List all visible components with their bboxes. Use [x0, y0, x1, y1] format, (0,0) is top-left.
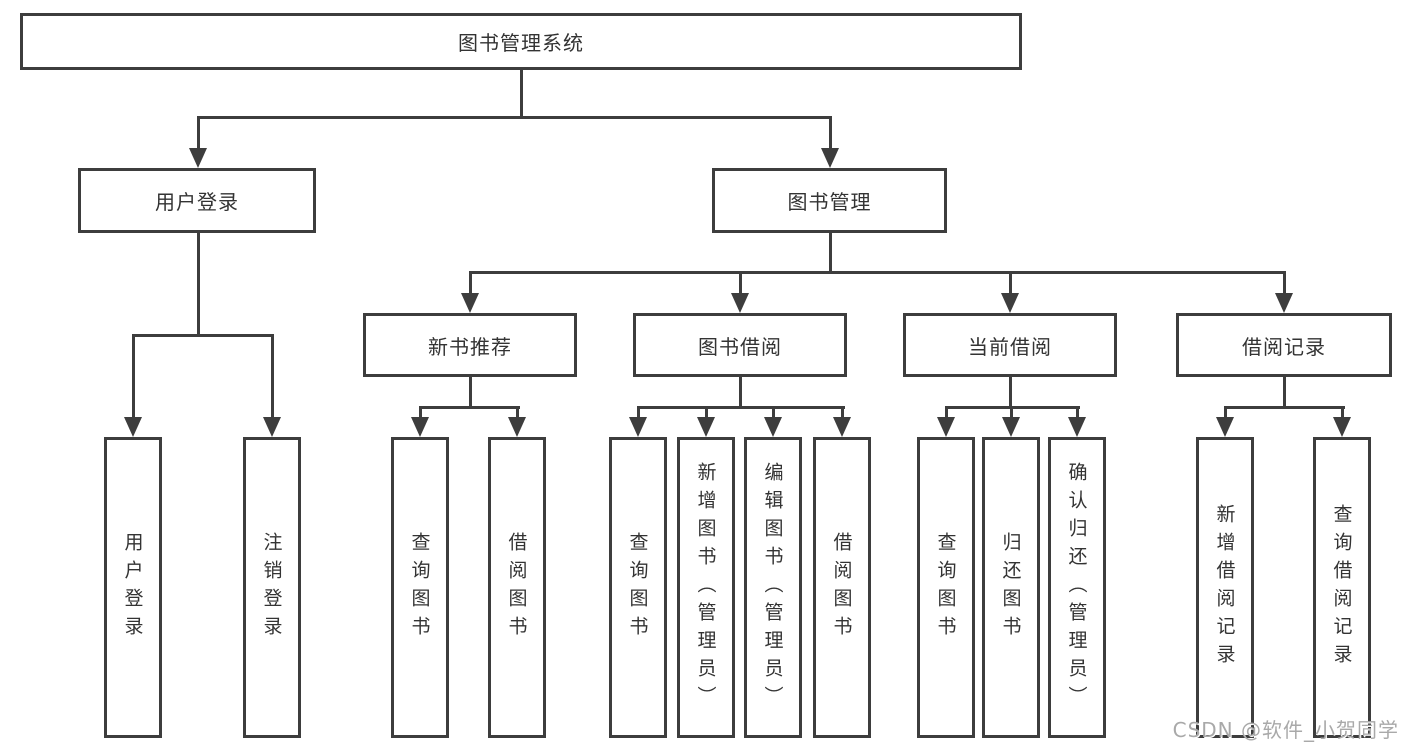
arrow-down-icon: [124, 417, 142, 437]
leaf-label: 新增借阅记录: [1213, 503, 1236, 672]
leaf-confirm-return-admin: 确认归还（管理员）: [1048, 437, 1106, 738]
node-book-management-label: 图书管理: [787, 190, 872, 214]
arrow-down-icon: [1216, 417, 1234, 437]
arrow-down-icon: [697, 417, 715, 437]
connector-stem: [516, 406, 519, 418]
leaf-label: 编辑图书（管理员）: [761, 461, 784, 714]
connector-to-user-login: [197, 116, 200, 149]
leaf-label: 借阅图书: [505, 531, 528, 644]
connector-new-book-split: [419, 406, 520, 409]
leaf-borrow-book-recommend: 借阅图书: [488, 437, 546, 738]
node-book-borrow: 图书借阅: [633, 313, 847, 377]
connector-current-borrow-stub: [1009, 377, 1012, 408]
node-borrow-record: 借阅记录: [1176, 313, 1392, 377]
connector-book-mgmt-split: [469, 271, 1286, 274]
arrow-down-icon: [937, 417, 955, 437]
leaf-label: 用户登录: [121, 531, 144, 644]
connector-borrow-record-split: [1224, 406, 1345, 409]
node-book-management: 图书管理: [712, 168, 947, 233]
connector-book-borrow-stub: [739, 377, 742, 408]
leaf-label: 查询图书: [408, 531, 431, 644]
leaf-add-borrow-record: 新增借阅记录: [1196, 437, 1254, 738]
connector-stem: [419, 406, 422, 418]
connector-stem: [841, 406, 844, 418]
leaf-label: 查询图书: [626, 531, 649, 644]
arrow-down-icon: [508, 417, 526, 437]
connector-stem: [469, 271, 472, 294]
connector-stem: [945, 406, 948, 418]
leaf-label: 注销登录: [260, 531, 283, 644]
connector-stem: [637, 406, 640, 418]
connector-book-borrow-split: [637, 406, 845, 409]
leaf-user-login: 用户登录: [104, 437, 162, 738]
arrow-down-icon: [263, 417, 281, 437]
connector-stem: [1076, 406, 1079, 418]
leaf-logout: 注销登录: [243, 437, 301, 738]
leaf-query-book-recommend: 查询图书: [391, 437, 449, 738]
node-root: 图书管理系统: [20, 13, 1022, 70]
node-current-borrow: 当前借阅: [903, 313, 1117, 377]
arrow-down-icon: [1002, 417, 1020, 437]
arrow-down-icon: [821, 148, 839, 168]
leaf-label: 新增图书（管理员）: [694, 461, 717, 714]
arrow-down-icon: [1275, 293, 1293, 313]
connector-stem: [1010, 406, 1013, 418]
leaf-query-book-current: 查询图书: [917, 437, 975, 738]
connector-to-book-mgmt: [829, 116, 832, 149]
arrow-down-icon: [764, 417, 782, 437]
arrow-down-icon: [461, 293, 479, 313]
leaf-label: 查询借阅记录: [1330, 503, 1353, 672]
node-new-book-recommend-label: 新书推荐: [428, 334, 512, 359]
leaf-query-borrow-record: 查询借阅记录: [1313, 437, 1371, 738]
node-book-borrow-label: 图书借阅: [698, 334, 782, 359]
connector-borrow-record-stub: [1283, 377, 1286, 408]
connector-stem: [1009, 271, 1012, 294]
connector-stem: [1341, 406, 1344, 418]
connector-stem: [1224, 406, 1227, 418]
arrow-down-icon: [629, 417, 647, 437]
connector-root-split: [197, 116, 831, 119]
arrow-down-icon: [1001, 293, 1019, 313]
node-new-book-recommend: 新书推荐: [363, 313, 577, 377]
arrow-down-icon: [1333, 417, 1351, 437]
connector-root-stub: [520, 70, 523, 118]
connector-book-mgmt-stub: [829, 233, 832, 274]
node-user-login-label: 用户登录: [155, 190, 239, 214]
connector-stem: [705, 406, 708, 418]
leaf-query-book-borrow: 查询图书: [609, 437, 667, 738]
connector-user-login-stub: [197, 233, 200, 336]
node-borrow-record-label: 借阅记录: [1242, 334, 1326, 359]
leaf-borrow-book: 借阅图书: [813, 437, 871, 738]
leaf-label: 查询图书: [934, 531, 957, 644]
leaf-label: 借阅图书: [830, 531, 853, 644]
connector-stem: [1283, 271, 1286, 294]
node-current-borrow-label: 当前借阅: [968, 334, 1052, 359]
watermark: CSDN @软件_小贺同学: [1172, 718, 1399, 742]
connector-new-book-stub: [469, 377, 472, 408]
leaf-return-book: 归还图书: [982, 437, 1040, 738]
leaf-label: 归还图书: [999, 531, 1022, 644]
leaf-add-book-admin: 新增图书（管理员）: [677, 437, 735, 738]
connector-stem: [739, 271, 742, 294]
connector-user-login-split: [132, 334, 274, 337]
arrow-down-icon: [1068, 417, 1086, 437]
arrow-down-icon: [189, 148, 207, 168]
connector-stem: [772, 406, 775, 418]
arrow-down-icon: [833, 417, 851, 437]
arrow-down-icon: [411, 417, 429, 437]
arrow-down-icon: [731, 293, 749, 313]
connector-stem: [271, 334, 274, 418]
node-root-label: 图书管理系统: [458, 31, 584, 55]
node-user-login: 用户登录: [78, 168, 316, 233]
leaf-edit-book-admin: 编辑图书（管理员）: [744, 437, 802, 738]
connector-stem: [132, 334, 135, 418]
leaf-label: 确认归还（管理员）: [1065, 461, 1088, 714]
